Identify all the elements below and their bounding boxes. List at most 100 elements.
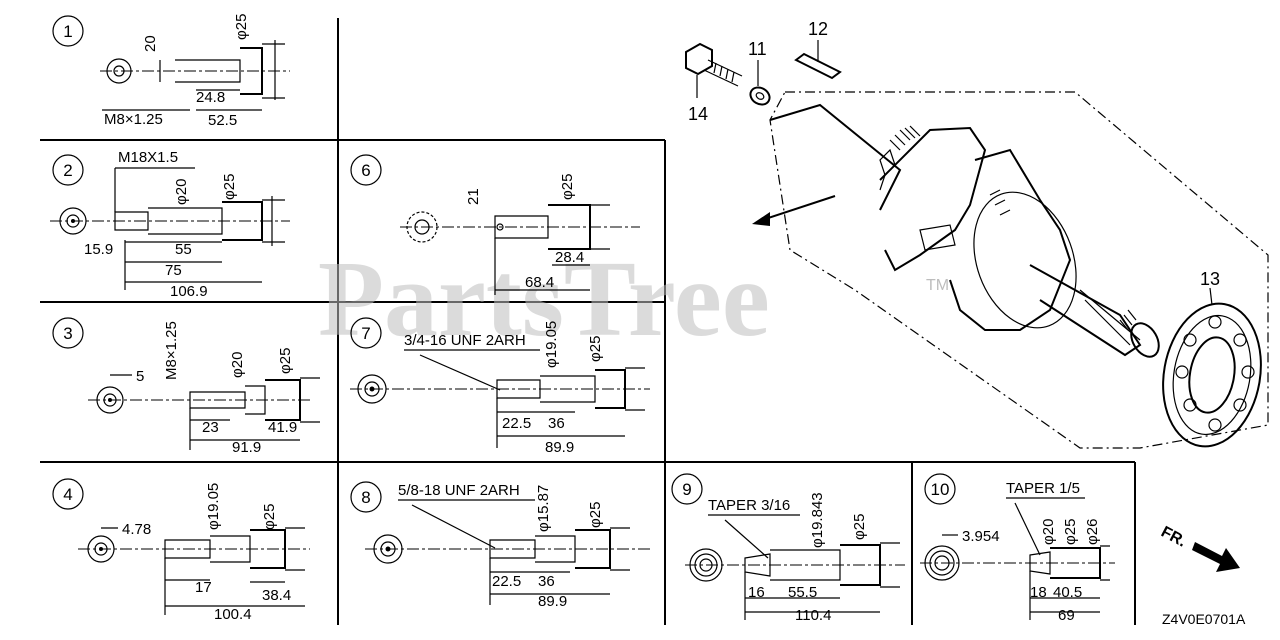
v7-dim-22-5: 22.5 (502, 415, 531, 432)
variant-9: 9 TAPER 3/16 φ19.843 φ25 16 55.5 110.4 (671, 473, 905, 624)
variant-8-number: 8 (361, 488, 370, 507)
v6-dim-21: 21 (465, 188, 482, 205)
variant-3-callout (52, 317, 84, 349)
v2-dim-55: 55 (175, 241, 192, 258)
variant-2-callout (52, 154, 84, 186)
bearing-13 (1162, 287, 1262, 448)
diagram-code: Z4V0E0701A (1162, 611, 1246, 627)
v3-dim-dia20: φ20 (229, 352, 246, 378)
v8-dim-89-9: 89.9 (538, 593, 567, 610)
v1-dim-20: 20 (142, 35, 159, 52)
callout-12: 12 (808, 19, 828, 39)
v1-dim-52-5: 52.5 (208, 112, 237, 129)
v7-dim-89-9: 89.9 (545, 439, 574, 456)
v1-dim-24-8: 24.8 (196, 89, 225, 106)
v9-dim-dia19-843: φ19.843 (809, 492, 826, 548)
v6-dim-28-4: 28.4 (555, 249, 584, 266)
v2-dim-dia20: φ20 (173, 179, 190, 205)
v4-dim-17: 17 (195, 579, 212, 596)
v7-dim-36: 36 (548, 415, 565, 432)
watermark: PartsTree (318, 240, 770, 359)
v2-thread-label: M18X1.5 (118, 149, 178, 166)
variant-8-callout (350, 481, 382, 513)
washer-11 (749, 60, 771, 106)
variant-6-number: 6 (361, 161, 370, 180)
v3-dim-dia25: φ25 (277, 348, 294, 374)
variant-6-callout (350, 154, 382, 186)
v10-dim-40-5: 40.5 (1053, 584, 1082, 601)
key-12 (794, 40, 842, 80)
v4-dim-4-78: 4.78 (122, 521, 151, 538)
v6-dim-68-4: 68.4 (525, 274, 554, 291)
v10-dim-3-954: 3.954 (962, 528, 1000, 545)
variant-1-callout (52, 15, 84, 47)
variant-10-number: 10 (931, 480, 950, 499)
v2-dim-106-9: 106.9 (170, 283, 208, 300)
v9-dim-55-5: 55.5 (788, 584, 817, 601)
front-direction-indicator: FR. (1158, 524, 1240, 572)
v10-taper-label: TAPER 1/5 (1006, 480, 1080, 497)
v3-dim-23: 23 (202, 419, 219, 436)
front-label: FR. (1158, 524, 1189, 551)
trademark-mark: TM (926, 277, 949, 294)
variant-grid-frame (40, 18, 1136, 625)
v10-dim-dia26: φ26 (1084, 519, 1101, 545)
variant-9-number: 9 (682, 480, 691, 499)
v10-dim-dia25: φ25 (1062, 519, 1079, 545)
callout-13: 13 (1200, 269, 1220, 289)
v7-dim-dia25: φ25 (587, 336, 604, 362)
v7-thread-label: 3/4-16 UNF 2ARH (404, 332, 526, 349)
variant-6: 6 21 φ25 28.4 68.4 (350, 154, 640, 295)
variant-7-callout (350, 317, 382, 349)
v7-dim-dia19-05: φ19.05 (543, 321, 560, 368)
v2-dim-75: 75 (165, 262, 182, 279)
v4-dim-38-4: 38.4 (262, 587, 291, 604)
v8-dim-dia25: φ25 (587, 502, 604, 528)
v9-dim-110-4: 110.4 (795, 607, 831, 624)
v9-dim-dia25: φ25 (851, 514, 868, 540)
variant-2: 2 M18X1.5 φ20 φ25 15.9 55 75 106.9 (50, 149, 290, 300)
variant-4-number: 4 (63, 485, 72, 504)
v3-dim-5: 5 (136, 368, 144, 385)
variant-4: 4 4.78 φ19.05 φ25 17 38.4 100.4 (52, 478, 310, 623)
v9-taper-label: TAPER 3/16 (708, 497, 790, 514)
crankshaft (769, 103, 1160, 358)
v1-thread-label: M8×1.25 (104, 111, 163, 128)
variant-7: 7 3/4-16 UNF 2ARH φ19.05 φ25 22.5 36 89.… (350, 317, 650, 456)
variant-10-callout (924, 473, 956, 505)
v4-dim-dia19-05: φ19.05 (205, 483, 222, 530)
v3-dim-91-9: 91.9 (232, 439, 261, 456)
v10-dim-18: 18 (1030, 584, 1047, 601)
v4-dim-100-4: 100.4 (214, 606, 252, 623)
v6-dim-dia25: φ25 (559, 174, 576, 200)
v8-dim-22-5: 22.5 (492, 573, 521, 590)
v2-dim-dia25: φ25 (221, 174, 238, 200)
v3-thread-label: M8×1.25 (163, 321, 180, 380)
variant-2-number: 2 (63, 161, 72, 180)
front-arrow-icon (1192, 542, 1240, 572)
v1-dim-dia25: φ25 (233, 14, 250, 40)
variant-7-number: 7 (361, 324, 370, 343)
variant-3: 3 5 M8×1.25 φ20 φ25 23 41.9 91.9 (52, 317, 320, 456)
v3-dim-41-9: 41.9 (268, 419, 297, 436)
v9-dim-16: 16 (748, 584, 765, 601)
crankshaft-assembly-illustration: 14 11 12 (685, 19, 1269, 449)
variant-10: 10 3.954 TAPER 1/5 φ20 φ25 φ26 18 40.5 6… (920, 473, 1115, 624)
v8-dim-dia15-87: φ15.87 (535, 485, 552, 532)
v8-dim-36: 36 (538, 573, 555, 590)
variant-9-callout (671, 473, 703, 505)
variant-1-number: 1 (63, 22, 72, 41)
v4-dim-dia25: φ25 (261, 504, 278, 530)
variant-8: 8 5/8-18 UNF 2ARH φ15.87 φ25 22.5 36 89.… (350, 481, 650, 610)
v2-dim-15-9: 15.9 (84, 241, 113, 258)
variant-3-number: 3 (63, 324, 72, 343)
callout-14: 14 (688, 104, 708, 124)
v8-thread-label: 5/8-18 UNF 2ARH (398, 482, 520, 499)
variant-1: 1 20 φ25 24.8 52.5 M8×1.25 (52, 14, 290, 129)
callout-11: 11 (748, 39, 767, 59)
bolt-14 (685, 42, 743, 98)
v10-dim-69: 69 (1058, 607, 1075, 624)
v10-dim-dia20: φ20 (1040, 519, 1057, 545)
variant-4-callout (52, 478, 84, 510)
